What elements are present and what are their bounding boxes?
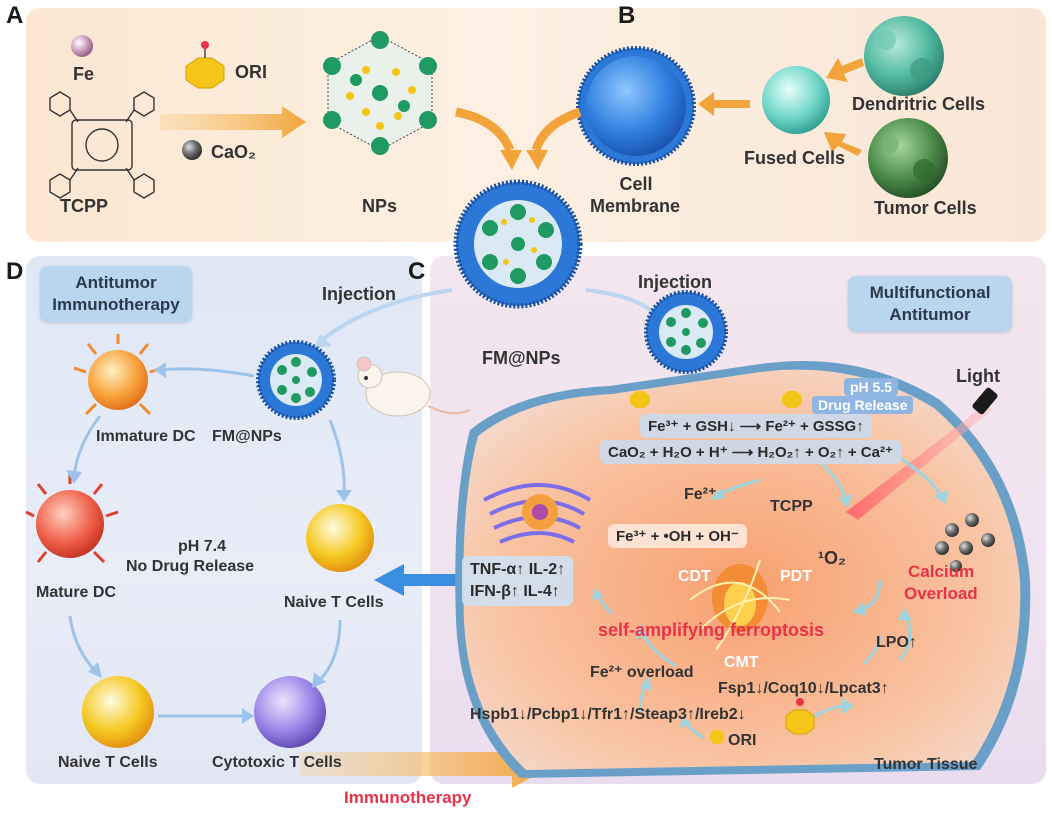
pdt-label: PDT [780, 568, 812, 585]
tag-right-line-2: Antitumor [889, 305, 971, 324]
naive-t-cell-bottom [82, 676, 154, 748]
fsp1-coq10-lpcat3-label: Fsp1↓/Coq10↓/Lpcat3↑ [718, 680, 889, 697]
tag-line-2: Immunotherapy [52, 295, 180, 314]
cao2-label: CaO₂ [211, 142, 257, 162]
laser-beam [846, 404, 992, 520]
ori-bottom-label: ORI [728, 732, 757, 749]
arrow-fused-to-membrane [698, 92, 750, 116]
naive-t-bottom-label: Naive T Cells [58, 754, 158, 771]
gene-regulation-label: Hspb1↓/Pcbp1↓/Tfr1↑/Steap3↑/Ireb2↓ [470, 706, 746, 723]
fe-label: Fe [73, 64, 95, 84]
immunotherapy-arrow [300, 740, 556, 788]
arrow-injection-left [320, 288, 453, 342]
fm-nps-left [256, 340, 336, 420]
fm-nps-left-label: FM@NPs [212, 428, 282, 445]
singlet-oxygen-label: ¹O₂ [818, 548, 846, 568]
fm-nps-label-center: FM@NPs [482, 348, 561, 368]
equation-fenton: Fe³⁺ + •OH + OH⁻ [608, 524, 747, 548]
fe-sphere [71, 35, 93, 57]
cell-membrane-label-2: Membrane [590, 196, 681, 216]
tumor-tissue-label: Tumor Tissue [874, 756, 978, 773]
ori-small-1 [630, 391, 650, 408]
light-label: Light [956, 366, 1000, 386]
cytokine-box: TNF-α↑ IL-2↑ IFN-β↑ IL-4↑ [462, 556, 574, 606]
panel-label-b: B [618, 2, 636, 29]
arrow-a-to-nps [160, 106, 306, 138]
cytokine-line-2: IFN-β↑ IL-4↑ [470, 583, 560, 600]
arrow-cytokine-to-naive-t [374, 564, 456, 596]
fm-nps-central [453, 179, 583, 309]
cell-membrane-sphere [576, 46, 696, 166]
drug-release-label: Drug Release [812, 396, 914, 414]
nps-mof-structure [323, 31, 437, 155]
mouse-illustration [356, 356, 471, 417]
ori-bottom-large [785, 709, 815, 735]
panel-label-a: A [6, 2, 24, 29]
immature-dc-label: Immature DC [96, 428, 196, 445]
no-drug-release-label: No Drug Release [126, 558, 255, 575]
tcpp-molecule [49, 91, 155, 199]
cao2-sphere [182, 140, 202, 160]
nps-label: NPs [362, 196, 398, 216]
ori-label: ORI [235, 62, 268, 82]
arrow-dendritic-to-fused [826, 58, 864, 82]
ferroptosis-label: self-amplifying ferroptosis [598, 620, 825, 640]
ferroptosis-burst [689, 559, 791, 651]
arrow-nps-to-fm [455, 107, 515, 152]
calcium-particles [935, 513, 995, 572]
calcium-overload-line1: Calcium [908, 562, 975, 581]
ori-bottom-small [710, 730, 724, 744]
naive-t-cell-right [306, 504, 374, 572]
cytotoxic-t-cell [254, 676, 326, 748]
fe-overload-label: Fe²⁺ overload [590, 664, 694, 681]
injection-left-label: Injection [322, 284, 397, 304]
arrow-injection-right [585, 288, 662, 320]
arrow-tumor-to-fused [824, 132, 862, 156]
fused-cell [762, 66, 830, 134]
panel-d-flow-arrows [66, 362, 352, 724]
tumor-cells-label: Tumor Cells [874, 198, 977, 218]
arrow-membrane-to-fm [531, 107, 582, 152]
tcpp-label: TCPP [60, 196, 109, 216]
mature-dc-label: Mature DC [36, 584, 117, 601]
fused-cells-label: Fused Cells [744, 148, 846, 168]
ph-55-label: pH 5.5 [844, 378, 899, 396]
panel-c-flow-arrows [592, 456, 948, 740]
cdt-label: CDT [678, 568, 711, 585]
cytotoxic-t-label: Cytotoxic T Cells [212, 754, 342, 771]
cell-membrane-label-1: Cell [619, 174, 653, 194]
cytokine-line-1: TNF-α↑ IL-2↑ [470, 561, 566, 578]
calcium-overload-line2: Overload [904, 584, 978, 603]
cmt-label: CMT [724, 654, 759, 671]
panel-label-c: C [408, 258, 426, 285]
injection-right-label: Injection [638, 272, 713, 292]
laser-device [972, 387, 998, 415]
ori-icon [185, 41, 225, 89]
multifunctional-antitumor-tag: Multifunctional Antitumor [848, 276, 1012, 332]
panel-label-d: D [6, 258, 24, 285]
naive-t-right-label: Naive T Cells [284, 594, 384, 611]
immunotherapy-label: Immunotherapy [344, 788, 472, 807]
tcpp-right-label: TCPP [770, 498, 813, 515]
fe2-label: Fe²⁺ [684, 486, 717, 503]
tag-line-1: Antitumor [75, 273, 157, 292]
lpo-label: LPO↑ [876, 634, 917, 651]
fm-nps-right [644, 290, 728, 374]
dendritic-cell [864, 16, 944, 96]
ph-74-label: pH 7.4 [178, 538, 227, 555]
equation-fe-gsh: Fe³⁺ + GSH↓ ⟶ Fe²⁺ + GSSG↑ [640, 414, 872, 438]
ori-small-2 [782, 391, 802, 408]
tag-right-line-1: Multifunctional [869, 283, 991, 302]
immature-dc-cell [73, 334, 163, 416]
equation-cao2: CaO₂ + H₂O + H⁺ ⟶ H₂O₂↑ + O₂↑ + Ca²⁺ [600, 440, 901, 464]
mature-dc-cell [25, 474, 119, 564]
tumor-cell [868, 118, 948, 198]
dendritic-cells-label: Dendritric Cells [852, 94, 986, 114]
antitumor-immunotherapy-tag: Antitumor Immunotherapy [40, 266, 192, 322]
